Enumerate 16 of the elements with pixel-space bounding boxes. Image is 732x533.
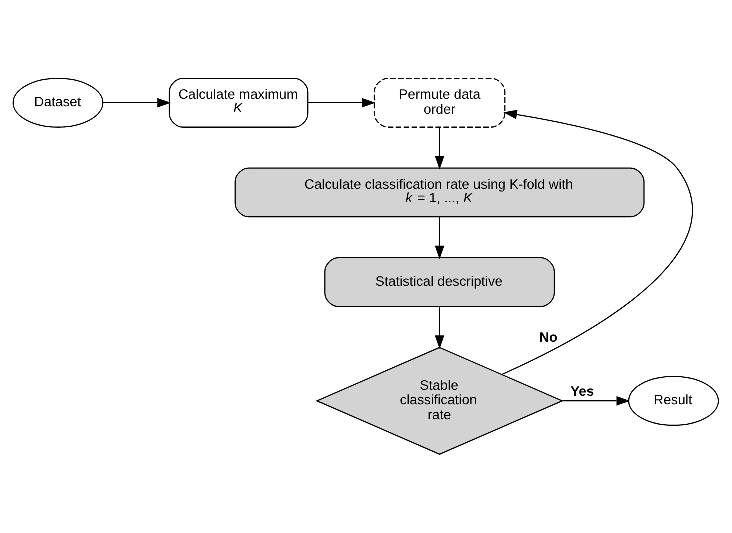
arrow xyxy=(435,128,445,170)
node-ellipse: Result xyxy=(628,376,720,426)
node-box: Calculate maximum K xyxy=(168,78,309,128)
arrow xyxy=(103,98,172,108)
node-diamond: Stable classification rate xyxy=(316,347,564,456)
edge-label: Yes xyxy=(570,384,594,400)
arrow xyxy=(435,217,445,260)
node-ellipse: Dataset xyxy=(12,78,104,128)
arrow xyxy=(562,396,630,406)
arrow xyxy=(502,110,694,376)
node-box: Permute data order xyxy=(374,78,506,128)
arrow xyxy=(435,307,445,350)
arrow xyxy=(308,98,376,108)
node-box: Statistical descriptive xyxy=(324,257,556,308)
edge-label: No xyxy=(540,330,558,345)
node-box: Calculate classification rate using K-fold with k = 1, ..., K xyxy=(234,168,645,218)
